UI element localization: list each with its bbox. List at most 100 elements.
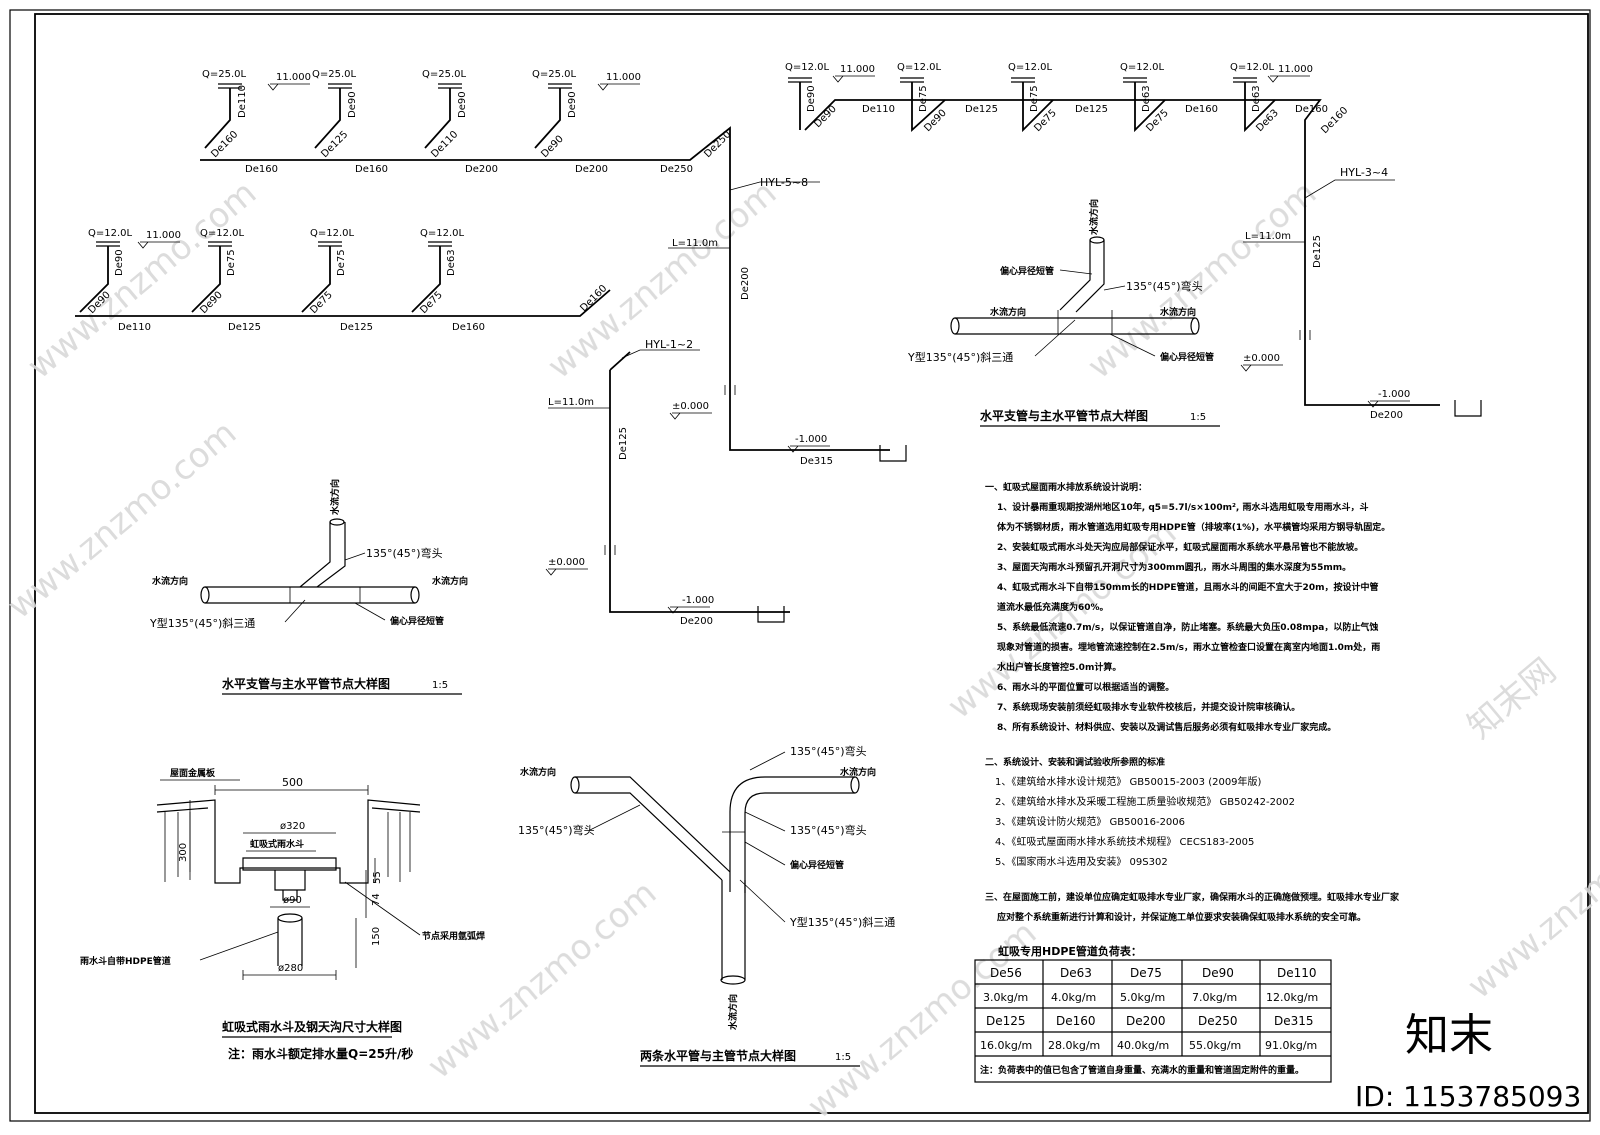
main-pipe-label: De160 (452, 322, 485, 333)
note-line: 5、系统最低流速0.7m/s，以保证管道自净，防止堵塞。系统最大负压0.08mp… (997, 621, 1378, 633)
note-line: 2、安装虹吸式雨水斗处天沟应局部保证水平，虹吸式屋面雨水系统水平悬吊管也不能放坡… (997, 541, 1363, 553)
table-cell: 4.0kg/m (1051, 991, 1096, 1004)
flow-label: Q=25.0L (312, 69, 357, 80)
note-line: 体为不锈钢材质，雨水管道选用虹吸专用HDPE管（排坡率(1%)，水平横管均采用方… (997, 521, 1390, 533)
branch-pipe-label: De110 (429, 129, 460, 160)
flow-label: Q=12.0L (785, 62, 830, 73)
note-line: 8、所有系统设计、材料供应、安装以及调试售后服务必须有虹吸排水专业厂家完成。 (997, 721, 1336, 733)
flow-dir-label: 水流方向 (1160, 306, 1196, 318)
zero-level: ±0.000 (1243, 353, 1280, 364)
riser-length: L=11.0m (672, 238, 718, 249)
main-pipe-label: De200 (465, 164, 498, 175)
watermark-brand: 知末网 (1460, 651, 1564, 747)
drop-pipe-label: De75 (336, 249, 347, 276)
main-pipe-label: De125 (1075, 104, 1108, 115)
elevation-label: 11.000 (1278, 64, 1313, 75)
d280-label: ø280 (278, 963, 303, 974)
main-pipe (200, 126, 890, 451)
note-line: 水出户管长度管控5.0m计算。 (997, 661, 1121, 673)
flow-label: Q=12.0L (88, 228, 133, 239)
elevation-label: 11.000 (606, 72, 641, 83)
flow-label: Q=25.0L (532, 69, 577, 80)
note-line: 道流水最低充满度为60%。 (997, 601, 1109, 613)
detail-two: 水流方向 水流方向 水流方向 135°(45°)弯头 135°(45°)弯头 1… (518, 744, 895, 1067)
drop-pipe-label: De63 (1141, 85, 1152, 112)
sheet-border (9, 9, 1591, 1122)
frame-border (34, 13, 1589, 1114)
table-header: De110 (1277, 966, 1317, 980)
weld-note: 节点采用氩弧焊 (422, 930, 485, 942)
flow-label: Q=12.0L (1008, 62, 1053, 73)
reducer-label: 偏心异径短管 (1000, 265, 1054, 277)
notes-heading: 二、系统设计、安装和调试验收所参照的标准 (985, 756, 1165, 768)
detail-right: 水流方向 水流方向 水流方向 偏心异径短管 135°(45°)弯头 Y型135°… (907, 199, 1220, 427)
note-line: 7、系统现场安装前须经虹吸排水专业软件校核后，并提交设计院审核确认。 (997, 701, 1300, 713)
d150-label: 150 (371, 927, 382, 946)
riser-tag: HYL-1~2 (645, 338, 693, 351)
main-pipe-label: De200 (575, 164, 608, 175)
reducer-label: 偏心异径短管 (1160, 351, 1214, 363)
flow-label: Q=12.0L (420, 228, 465, 239)
drop-pipe-label: De90 (567, 91, 578, 118)
watermark-site: www.znzmo.com (0, 413, 244, 627)
main-pipe-label: De125 (228, 322, 261, 333)
note-line: 应对整个系统重新进行计算和设计，并保证施工单位要求安装确保虹吸排水系统的安全可靠… (997, 911, 1366, 923)
schematic-top-right: Q=12.0L Q=12.0L Q=12.0L Q=12.0L Q=12.0L … (785, 62, 1482, 421)
flow-label: Q=12.0L (1230, 62, 1275, 73)
elbow-label: 135°(45°)弯头 (518, 823, 595, 837)
table-cell: 16.0kg/m (980, 1039, 1032, 1052)
bottom-level: -1.000 (682, 595, 714, 606)
table-title: 虹吸专用HDPE管道负荷表： (998, 944, 1142, 958)
flow-label: Q=25.0L (202, 69, 247, 80)
table-header: De315 (1274, 1014, 1314, 1028)
note-line: 现象对管道的损害。埋地管流速控制在2.5m/s，雨水立管检查口设置在离室内地面1… (997, 641, 1380, 653)
tee-label: Y型135°(45°)斜三通 (149, 616, 255, 630)
tee-label: Y型135°(45°)斜三通 (907, 350, 1013, 364)
table-header: De63 (1060, 966, 1092, 980)
drop-pipe-label: De90 (457, 91, 468, 118)
riser-pipe-label: De125 (618, 427, 629, 460)
notes-heading: 三、在屋面施工前，建设单位应确定虹吸排水专业厂家，确保雨水斗的正确施做预埋。虹吸… (985, 891, 1400, 903)
bottom-level: -1.000 (795, 434, 827, 445)
roof-panel-label: 屋面金属板 (170, 767, 216, 779)
table-header: De56 (990, 966, 1022, 980)
main-pipe-label: De125 (340, 322, 373, 333)
watermark-site: www.znzmo.com (420, 873, 664, 1087)
detail-scale: 1:5 (1190, 412, 1206, 423)
drop-pipe-label: De75 (1029, 85, 1040, 112)
flow-dir-label: 水流方向 (727, 994, 739, 1030)
flow-label: Q=12.0L (200, 228, 245, 239)
drop-pipe-label: De90 (347, 91, 358, 118)
standard-line: 1、《建筑给水排水设计规范》 GB50015-2003 (2009年版) (995, 775, 1262, 788)
d320-label: ø320 (280, 821, 305, 832)
riser-pipe (609, 370, 790, 613)
outlet-pipe-label: De315 (800, 456, 833, 467)
branch-pipe-label: De125 (319, 129, 350, 160)
flow-label: Q=12.0L (1120, 62, 1165, 73)
table-cell: 5.0kg/m (1120, 991, 1165, 1004)
detail-title: 两条水平管与主管节点大样图 (640, 1048, 796, 1063)
table-header: De125 (986, 1014, 1026, 1028)
schematic-mid-left: Q=12.0L Q=12.0L Q=12.0L Q=12.0L 11.000 D… (75, 228, 790, 627)
flow-label: Q=25.0L (422, 69, 467, 80)
drop-pipe-label: De75 (918, 85, 929, 112)
main-pipe-label: De160 (355, 164, 388, 175)
main-pipe-label: De160 (245, 164, 278, 175)
riser-pipe-label: De200 (740, 267, 751, 300)
table-footnote: 注：负荷表中的值已包含了管道自身重量、充满水的重量和管道固定附件的重量。 (980, 1064, 1304, 1076)
d74-label: 74 (371, 893, 382, 906)
elevation-label: 11.000 (840, 64, 875, 75)
main-pipe (804, 99, 1440, 406)
d55-label: 55 (372, 871, 383, 884)
weight-table: 虹吸专用HDPE管道负荷表： De56 De63 De75 De90 De110… (974, 944, 1332, 1083)
flow-dir-label: 水流方向 (329, 479, 341, 515)
riser-length: L=11.0m (1245, 231, 1291, 242)
table-cell: 40.0kg/m (1117, 1039, 1169, 1052)
drop-pipe-label: De75 (226, 249, 237, 276)
detail-gutter: 500 300 屋面金属板 ø320 虹吸式雨水斗 55 74 150 ø90 … (80, 767, 485, 1061)
main-pipe-label: De125 (965, 104, 998, 115)
watermark-site: www.znzmo.com (1460, 793, 1600, 1007)
main-pipe-label: De110 (118, 322, 151, 333)
standard-line: 4、《虹吸式屋面雨水排水系统技术规程》 CECS183-2005 (995, 835, 1254, 848)
